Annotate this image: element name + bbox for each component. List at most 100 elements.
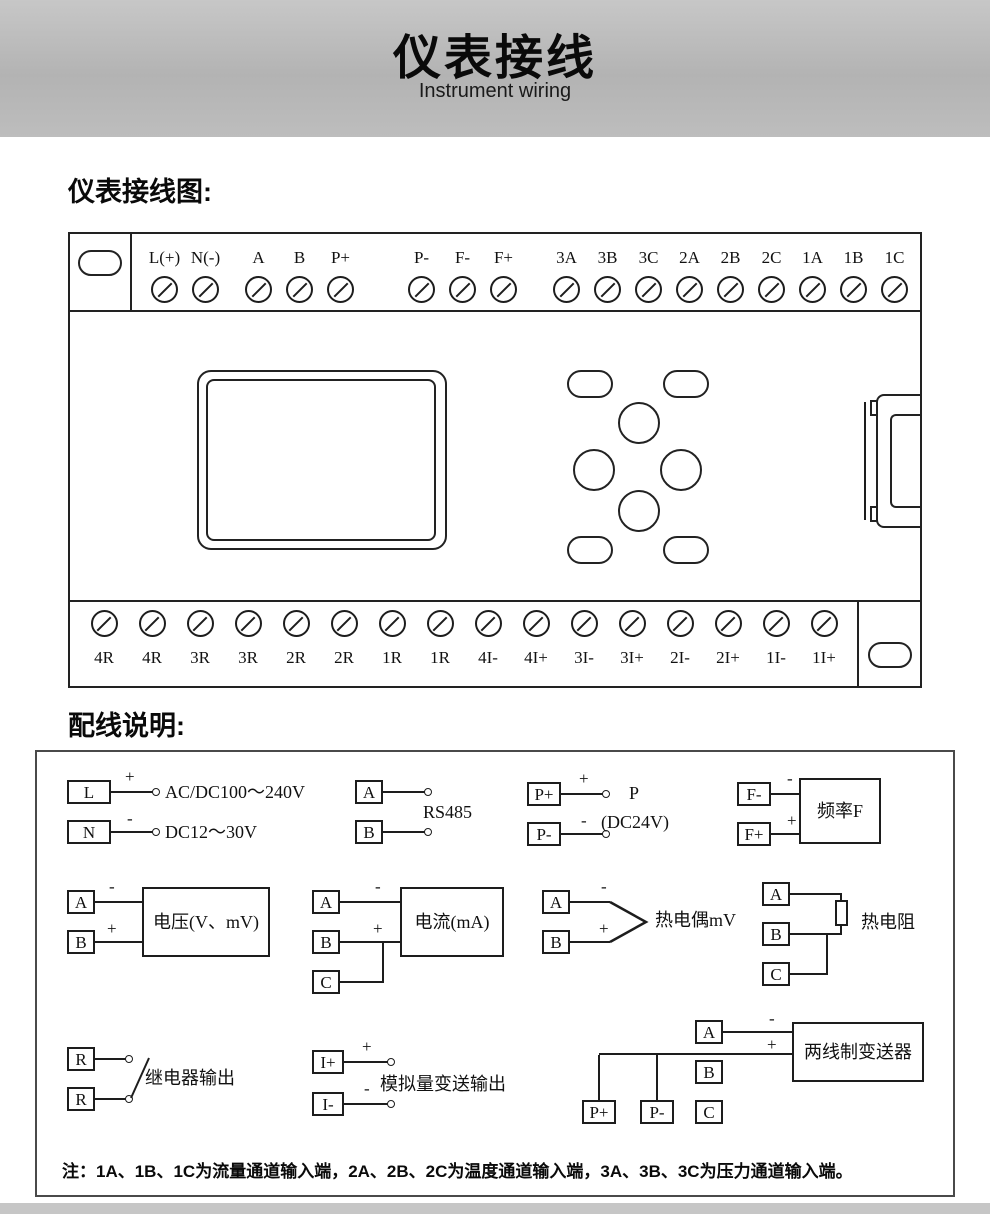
terminal-label: 3A	[556, 248, 577, 267]
terminal: 3B	[587, 246, 628, 310]
terminal-group-gap	[524, 246, 546, 310]
wire-node	[387, 1058, 395, 1066]
terminal-label: 2R	[286, 648, 306, 667]
terminal: 1R	[368, 610, 416, 686]
screw-terminal-icon	[714, 610, 742, 637]
wire-node	[602, 790, 610, 798]
wiring-description-box: L N + - AC/DC100～240V DC12～30V A B RS485…	[35, 750, 955, 1197]
terminal: 1I-	[752, 610, 800, 686]
terminal-label: 3B	[597, 248, 618, 267]
wire	[383, 791, 427, 793]
terminal: 2B	[710, 246, 751, 310]
two-wire-transmitter-wiring: A B C P+ P- - + 两线制变送器	[37, 752, 953, 1195]
terminal: 3I-	[560, 610, 608, 686]
wire	[599, 1053, 792, 1055]
screw-terminal-icon	[635, 276, 662, 303]
screw-terminal-icon	[553, 276, 580, 303]
terminal-label: 3R	[190, 648, 210, 667]
polarity-sign: -	[601, 877, 607, 896]
section-heading-wiring: 配线说明:	[68, 711, 185, 741]
terminal-box: C	[312, 970, 340, 994]
screw-terminal-icon	[618, 610, 646, 637]
terminal-box: I-	[312, 1092, 344, 1116]
screw-terminal-icon	[186, 610, 214, 637]
wiring-label: 热电偶mV	[655, 910, 736, 930]
terminal: 1A	[792, 246, 833, 310]
right-key-button	[660, 449, 702, 491]
terminal-box: A	[762, 882, 790, 906]
terminal: 4I+	[512, 610, 560, 686]
screw-terminal-icon	[522, 610, 550, 637]
terminal-label: 4I+	[524, 648, 548, 667]
bottom-terminal-cells: 4R 4R 3R 3R 2R 2R 1R 1R 4I- 4I+ 3I- 3I+ …	[70, 602, 857, 686]
terminal-box: A	[695, 1020, 723, 1044]
terminal-label: 2I+	[716, 648, 740, 667]
rtd-wiring: A B C 热电阻	[37, 752, 953, 1195]
wiring-label: (DC24V)	[601, 812, 669, 832]
terminal-box: F+	[737, 822, 771, 846]
thermocouple-junction-icon	[609, 900, 649, 944]
down-key-button	[618, 490, 660, 532]
wire	[561, 793, 605, 795]
screw-terminal-icon	[151, 276, 178, 303]
screw-terminal-icon	[408, 276, 435, 303]
terminal-box: B	[695, 1060, 723, 1084]
screw-terminal-icon	[327, 276, 354, 303]
terminal-label: F-	[454, 248, 471, 267]
wire	[790, 933, 842, 935]
terminal-box: R	[67, 1047, 95, 1071]
bottom-terminal-strip: 4R 4R 3R 3R 2R 2R 1R 1R 4I- 4I+ 3I- 3I+ …	[70, 600, 920, 686]
wire	[111, 791, 155, 793]
frequency-wiring: F- F+ - + 频率F	[37, 752, 953, 1195]
function-key-button	[567, 370, 613, 398]
terminal: 3R	[176, 610, 224, 686]
terminal-box: B	[542, 930, 570, 954]
screw-terminal-icon	[762, 610, 790, 637]
terminal-box: A	[355, 780, 383, 804]
screw-terminal-icon	[717, 276, 744, 303]
connector-edge-line	[864, 402, 866, 520]
bottom-right-corner-cell	[857, 602, 920, 686]
current-input-wiring: A B C - + 电流(mA)	[37, 752, 953, 1195]
wiring-label: 继电器输出	[145, 1068, 235, 1088]
component-box: 电压(V、mV)	[142, 887, 270, 957]
terminal-label: 1B	[843, 248, 864, 267]
terminal: 3I+	[608, 610, 656, 686]
terminal-label: 4R	[94, 648, 114, 667]
polarity-sign: +	[579, 769, 589, 788]
terminal-box: R	[67, 1087, 95, 1111]
screw-terminal-icon	[676, 276, 703, 303]
wire	[340, 901, 400, 903]
terminal: 3A	[546, 246, 587, 310]
section-heading-diagram: 仪表接线图:	[68, 177, 212, 207]
side-connector-inner	[890, 414, 920, 508]
terminal-box: P-	[527, 822, 561, 846]
function-key-button	[567, 536, 613, 564]
screw-terminal-icon	[234, 610, 262, 637]
top-terminal-cells: L(+) N(-) A B P+ P- F- F+ 3A 3B 3C 2A 2B…	[132, 234, 915, 310]
wiring-label: 热电阻	[861, 912, 915, 932]
wire	[771, 793, 799, 795]
wire-node	[424, 828, 432, 836]
screw-terminal-icon	[378, 610, 406, 637]
wire	[570, 941, 610, 943]
terminal-box: B	[67, 930, 95, 954]
analog-output-wiring: I+ I- + - 模拟量变送输出	[37, 752, 953, 1195]
terminal-box: B	[312, 930, 340, 954]
wiring-label: AC/DC100～240V	[165, 782, 306, 802]
terminal: 3R	[224, 610, 272, 686]
terminal: 2I+	[704, 610, 752, 686]
terminal: A	[238, 246, 279, 310]
screw-terminal-icon	[426, 610, 454, 637]
terminal-box: F-	[737, 782, 771, 806]
terminal-label: F+	[493, 248, 514, 267]
wire-node	[125, 1055, 133, 1063]
terminal-label: 1A	[802, 248, 823, 267]
terminal: L(+)	[144, 246, 185, 310]
terminal: 2R	[272, 610, 320, 686]
polarity-sign: -	[787, 769, 793, 788]
polarity-sign: +	[125, 767, 135, 786]
polarity-sign: +	[767, 1035, 777, 1054]
polarity-sign: -	[581, 811, 587, 830]
wire	[723, 1031, 792, 1033]
